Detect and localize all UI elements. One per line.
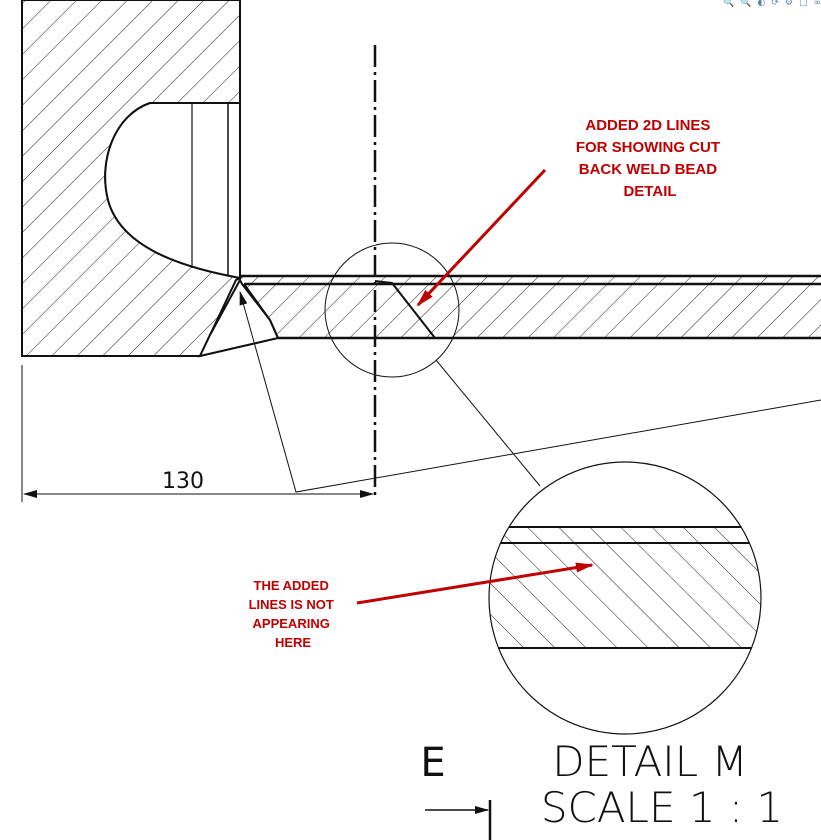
detail-scale: SCALE 1 : 1 [541, 783, 783, 832]
view-orientation-icon[interactable]: ⚙ [784, 0, 793, 8]
detail-view-m [488, 461, 762, 735]
refresh-icon[interactable]: ⟳ [771, 0, 779, 8]
appearance-icon[interactable]: ∞ [813, 0, 821, 8]
note-top: ADDED 2D LINES FOR SHOWING CUT BACK WELD… [576, 117, 724, 200]
display-style-icon[interactable]: ▢ [798, 0, 808, 8]
flange-section [21, 0, 244, 357]
view-toolbar: 🔍 🔍 ◐ ⟳ ⚙ ▢ ∞ [723, 0, 821, 8]
detail-title: DETAIL M [552, 737, 747, 786]
zoom-out-icon[interactable]: 🔍 [740, 0, 752, 8]
note-arrow-top [416, 168, 547, 307]
zoom-in-icon[interactable]: 🔍 [723, 0, 735, 8]
plate-section [240, 274, 821, 340]
weld-leader [239, 291, 821, 493]
dimension-value: 130 [162, 469, 204, 494]
detail-circle-m [324, 242, 460, 378]
section-label: E [420, 740, 445, 786]
dimension-130: 130 [21, 365, 374, 502]
note-bottom: THE ADDED LINES IS NOT APPEARING HERE [249, 578, 338, 650]
rotate-icon[interactable]: ◐ [757, 0, 766, 8]
note-arrow-bottom [356, 562, 594, 605]
cut-back-weld-lines [374, 280, 436, 339]
